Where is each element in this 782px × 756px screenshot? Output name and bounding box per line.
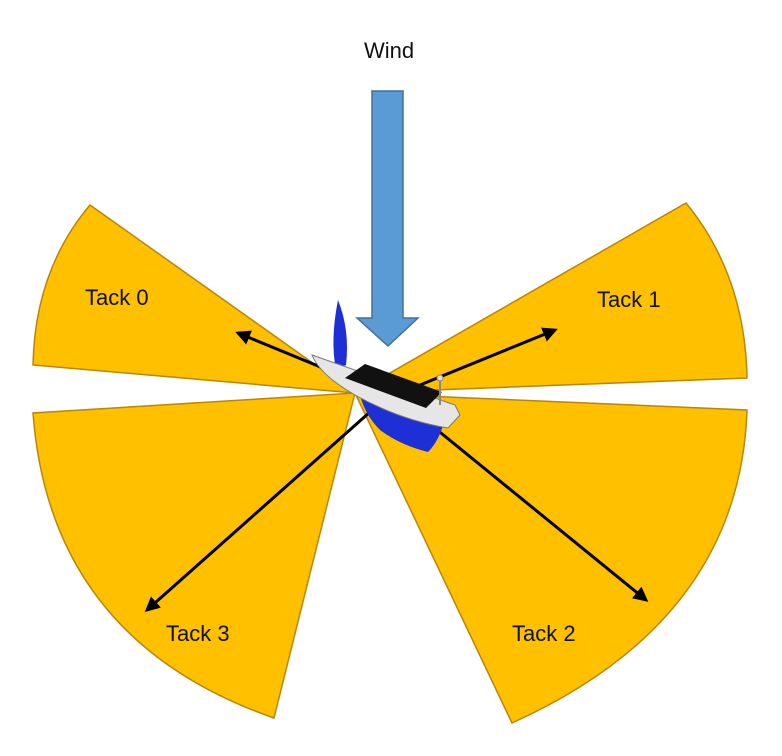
sector-tack-1 — [354, 202, 748, 394]
tack-0-label: Tack 0 — [85, 285, 149, 310]
hull-shape — [360, 395, 445, 452]
sector-tack-3 — [32, 392, 356, 719]
wind-arrow — [355, 90, 420, 348]
tack-1-label: Tack 1 — [597, 287, 661, 312]
sailboat-icon — [311, 300, 461, 452]
tack-2-label: Tack 2 — [512, 621, 576, 646]
tack-3-label: Tack 3 — [166, 621, 230, 646]
sector-tack-2 — [353, 392, 748, 724]
sector-tack-0 — [32, 203, 358, 394]
wind-arrow-icon — [355, 90, 420, 348]
wind-label: Wind — [364, 38, 414, 63]
solar-panel-shape — [345, 364, 442, 408]
sail-shape — [333, 300, 347, 370]
arrow-tack-2 — [424, 418, 649, 602]
arrow-tack-3 — [144, 410, 371, 612]
mast-top — [436, 374, 444, 382]
tack-sectors — [32, 202, 748, 724]
